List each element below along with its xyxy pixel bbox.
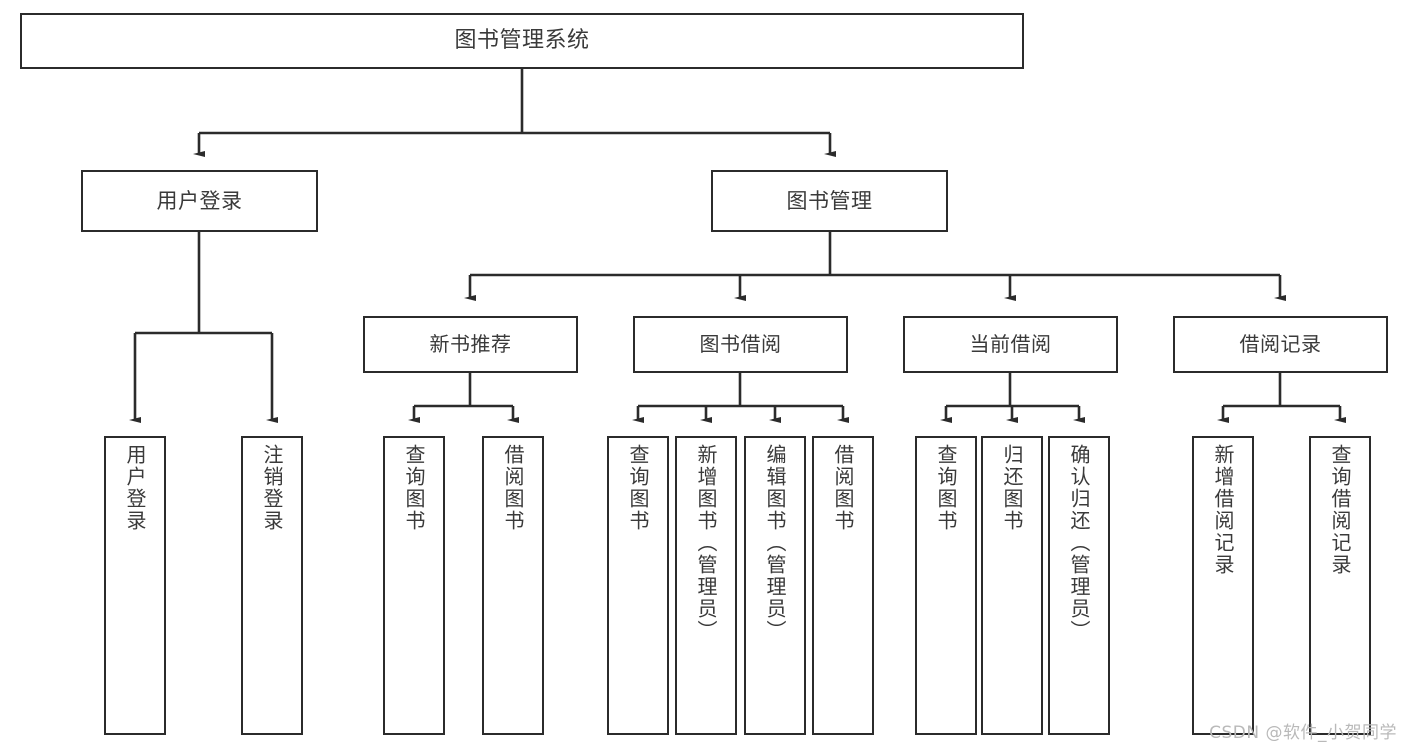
node-label: 用户登录	[156, 188, 243, 213]
node-label: 归还图书	[1000, 444, 1024, 532]
leaf-recommend-query-book[interactable]: 查询图书	[383, 436, 445, 735]
node-user-login[interactable]: 用户登录	[81, 170, 318, 232]
leaf-user-login-logout[interactable]: 注销登录	[241, 436, 303, 735]
leaf-current-confirm-return-admin[interactable]: 确认归还（管理员）	[1048, 436, 1110, 735]
node-label: 新书推荐	[429, 331, 512, 356]
node-label: 确认归还（管理员）	[1067, 444, 1091, 642]
node-current-borrow[interactable]: 当前借阅	[903, 316, 1118, 373]
node-label: 当前借阅	[969, 331, 1052, 356]
leaf-borrow-add-book-admin[interactable]: 新增图书（管理员）	[675, 436, 737, 735]
node-label: 查询借阅记录	[1328, 444, 1352, 576]
node-borrow-record[interactable]: 借阅记录	[1173, 316, 1388, 373]
leaf-user-login-login[interactable]: 用户登录	[104, 436, 166, 735]
node-label: 查询图书	[934, 444, 958, 532]
leaf-borrow-query-book[interactable]: 查询图书	[607, 436, 669, 735]
leaf-record-query-record[interactable]: 查询借阅记录	[1309, 436, 1371, 735]
csdn-watermark: CSDN @软件_小贺同学	[1209, 723, 1397, 743]
node-label: 新增借阅记录	[1211, 444, 1235, 576]
node-root-system[interactable]: 图书管理系统	[20, 13, 1024, 69]
node-label: 图书借阅	[699, 331, 782, 356]
leaf-record-add-record[interactable]: 新增借阅记录	[1192, 436, 1254, 735]
node-label: 查询图书	[626, 444, 650, 532]
node-label: 注销登录	[260, 444, 284, 532]
node-label: 借阅记录	[1239, 331, 1322, 356]
node-label: 编辑图书（管理员）	[763, 444, 787, 642]
node-label: 图书管理	[786, 188, 873, 213]
node-label: 新增图书（管理员）	[694, 444, 718, 642]
node-book-management[interactable]: 图书管理	[711, 170, 948, 232]
node-book-borrow[interactable]: 图书借阅	[633, 316, 848, 373]
leaf-borrow-edit-book-admin[interactable]: 编辑图书（管理员）	[744, 436, 806, 735]
node-label: 借阅图书	[831, 444, 855, 532]
node-label: 用户登录	[123, 444, 147, 532]
node-label: 查询图书	[402, 444, 426, 532]
leaf-recommend-borrow-book[interactable]: 借阅图书	[482, 436, 544, 735]
leaf-borrow-borrow-book[interactable]: 借阅图书	[812, 436, 874, 735]
leaf-current-return-book[interactable]: 归还图书	[981, 436, 1043, 735]
leaf-current-query-book[interactable]: 查询图书	[915, 436, 977, 735]
node-new-book-recommend[interactable]: 新书推荐	[363, 316, 578, 373]
node-label: 借阅图书	[501, 444, 525, 532]
node-label: 图书管理系统	[454, 28, 590, 54]
